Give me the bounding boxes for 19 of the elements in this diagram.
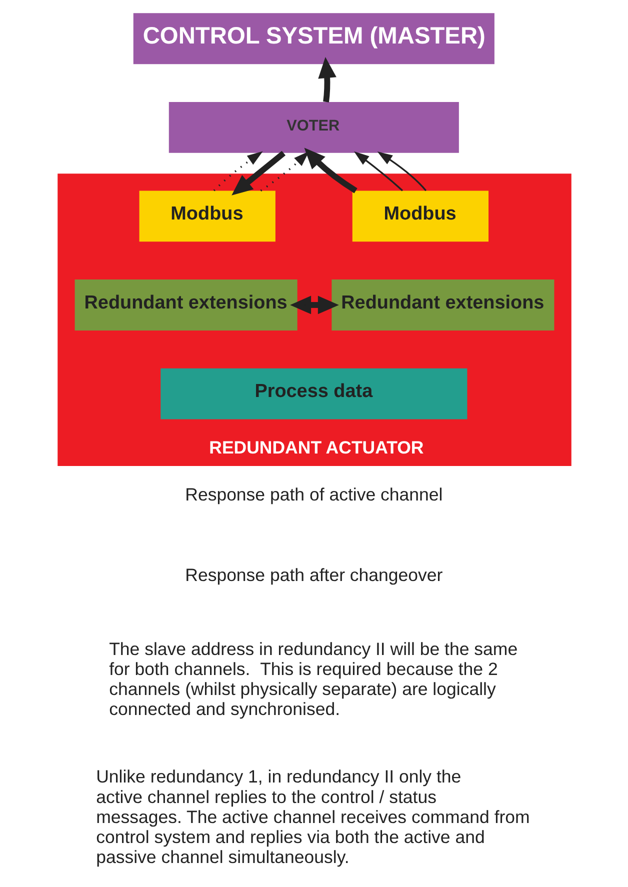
arrow: [353, 151, 403, 192]
node-box: CONTROL SYSTEM (MASTER): [132, 13, 494, 64]
legend-label: Response path after changeover: [184, 564, 442, 585]
arrow: [290, 296, 338, 314]
node-box: Modbus: [352, 190, 488, 242]
arrow: [212, 151, 262, 192]
arrow: [260, 151, 309, 192]
arrow: [318, 57, 336, 102]
label: Unlike redundancy 1, in redundancy II only the active channel replies to the control / status messages. The active channel receives command from control system and replies via both the active and passive channel simultaneously.: [96, 766, 530, 868]
node-box: Redundant extensions: [74, 280, 297, 330]
legend-label: Response path of active channel: [184, 484, 442, 504]
arrow: [231, 150, 286, 196]
node-box: Redundant extensions: [331, 280, 554, 330]
arrow: [304, 148, 357, 194]
arrow: [376, 152, 426, 192]
label: The slave address in redundancy II will be the same for both channels. This is required because the 2 channels (whilst physically separate) are logically connected and synchronised.: [108, 638, 518, 720]
node-box: Modbus: [138, 190, 275, 242]
node-box: VOTER: [168, 102, 458, 153]
node-box: Process data: [160, 368, 467, 420]
